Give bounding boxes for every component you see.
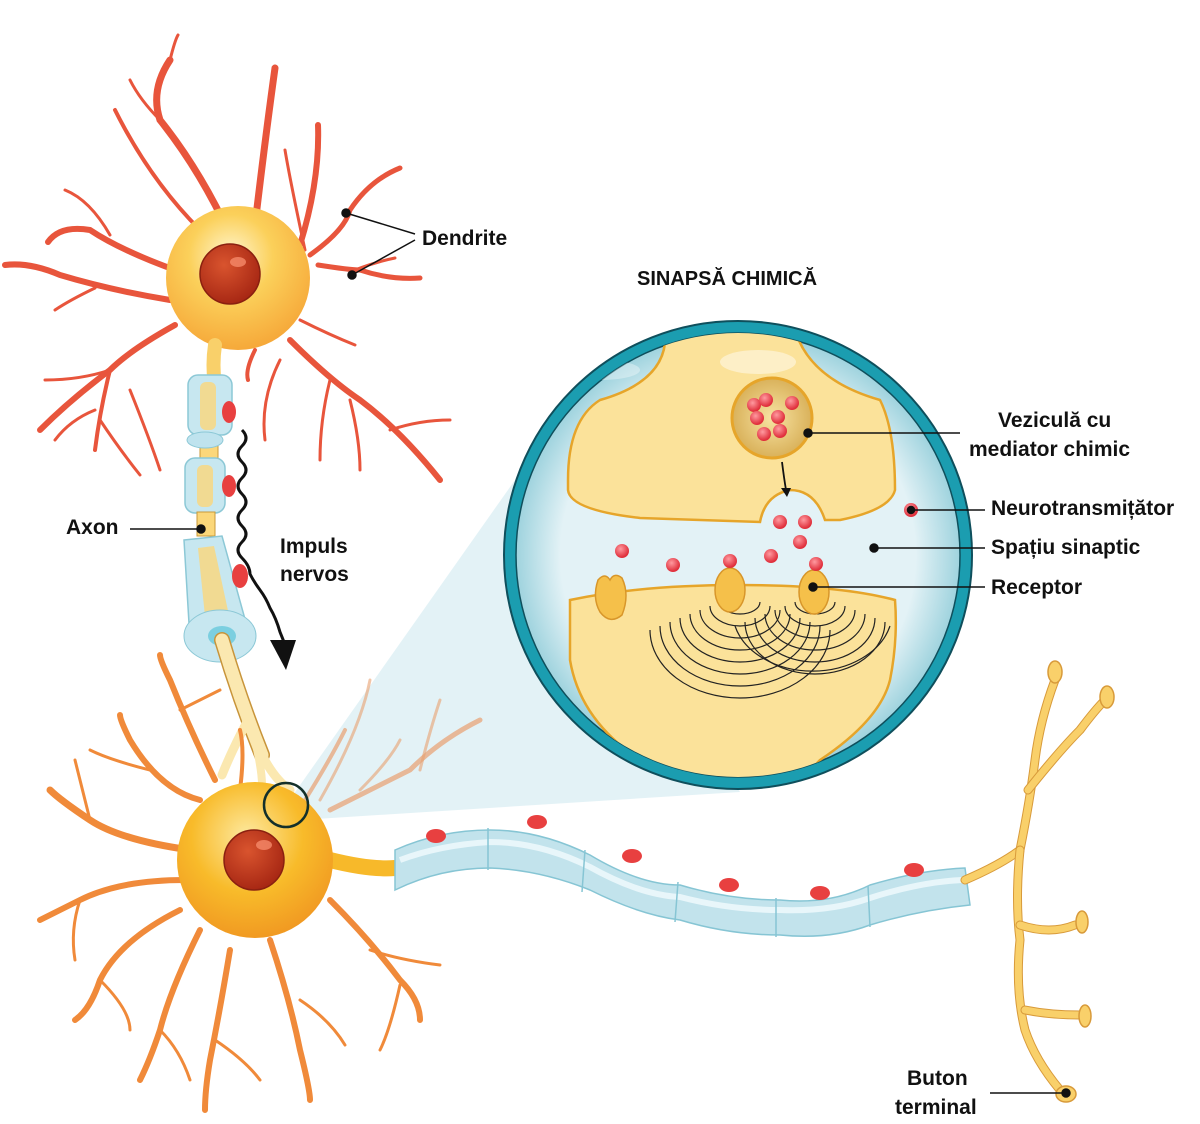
synapse-magnified — [503, 320, 973, 790]
label-vesicle-line1: Veziculă cu — [998, 409, 1112, 432]
leader-lines — [130, 208, 1071, 1098]
label-impulse-line1: Impuls — [280, 535, 348, 558]
lower-dendrites — [37, 652, 483, 1113]
label-impulse-line2: nervos — [280, 563, 349, 586]
upper-dendrites — [2, 33, 452, 483]
label-vesicle-line2: mediator chimic — [969, 438, 1131, 461]
upper-neuron — [2, 33, 452, 483]
label-terminal-line2: terminal — [895, 1096, 977, 1119]
lower-axon — [394, 815, 971, 937]
lower-neuron — [37, 652, 483, 1113]
upper-nucleus — [199, 243, 261, 305]
impulse-arrow-icon — [236, 428, 296, 670]
diagram-title: SINAPSĂ CHIMICĂ — [637, 268, 818, 290]
signal-waves — [649, 601, 891, 699]
label-axon: Axon — [66, 516, 119, 539]
lower-nucleus — [223, 829, 285, 891]
release-arrow-icon — [781, 461, 787, 491]
label-terminal-line1: Buton — [907, 1067, 968, 1090]
label-synaptic-space: Spațiu sinaptic — [991, 536, 1141, 559]
label-receptor: Receptor — [991, 576, 1083, 599]
axon-terminal — [960, 660, 1115, 1103]
synapse-highlight-circle — [262, 781, 310, 829]
vesicle-neurotransmitters — [747, 393, 799, 441]
receptors — [594, 567, 830, 621]
label-neurotransmitter: Neurotransmițător — [991, 497, 1175, 520]
label-dendrite: Dendrite — [422, 227, 508, 250]
upper-axon — [183, 374, 295, 795]
